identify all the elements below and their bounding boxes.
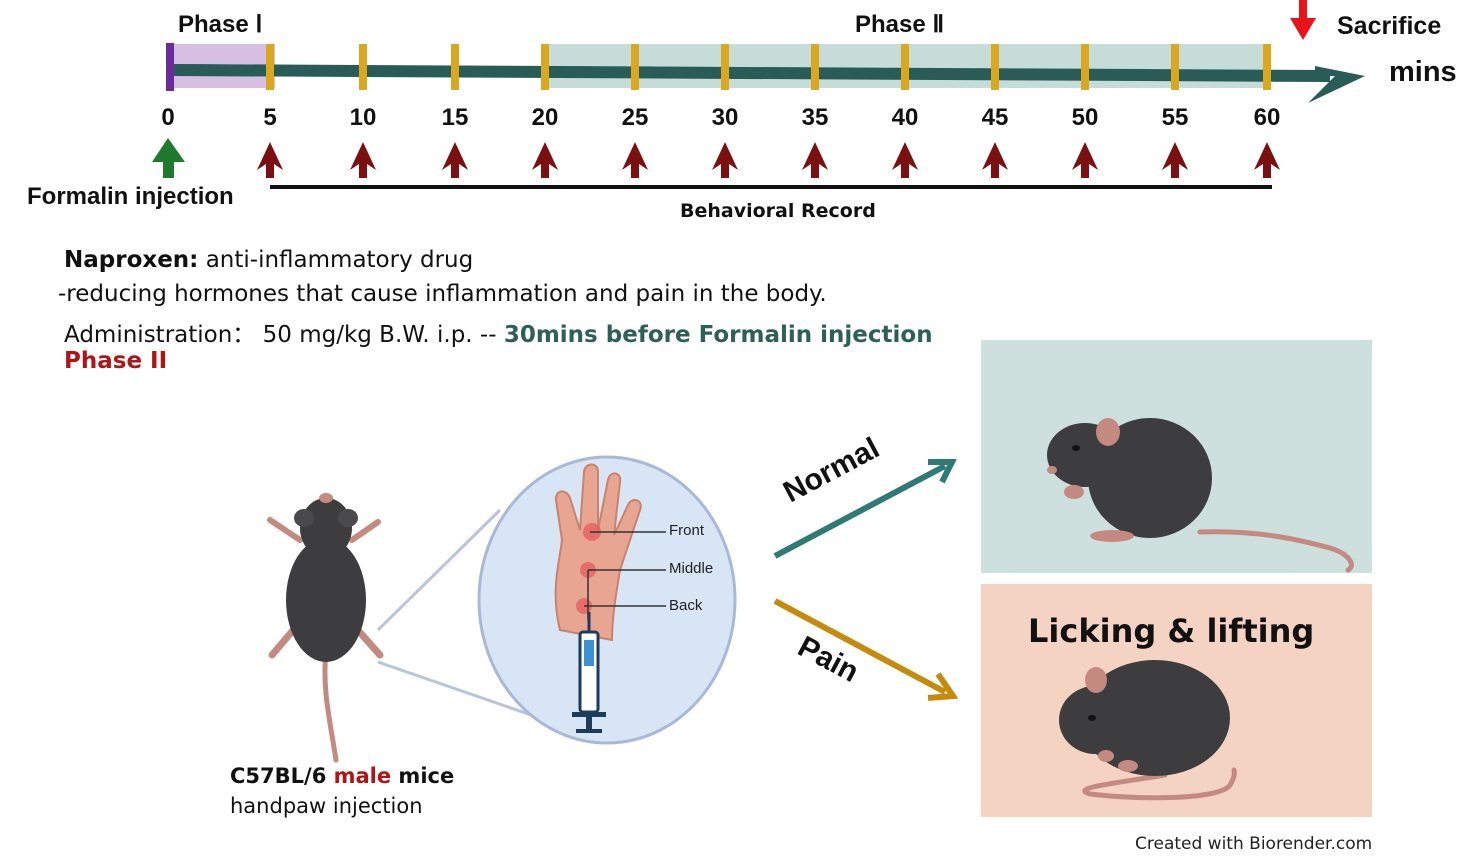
unit-label: mins <box>1389 56 1457 88</box>
tick-label-45: 45 <box>981 104 1009 131</box>
tick-label-25: 25 <box>621 104 649 131</box>
record-arrow-10 <box>350 142 376 178</box>
record-arrow-5 <box>257 142 283 178</box>
record-arrow-15 <box>442 142 468 178</box>
mechanism-line: -reducing hormones that cause inflammati… <box>58 281 827 307</box>
mouse-strain: C57BL/6 <box>230 764 334 788</box>
record-arrow-55 <box>1162 142 1188 178</box>
record-arrow-45 <box>982 142 1008 178</box>
tick-label-35: 35 <box>801 104 829 131</box>
administration-text: Administration： 50 mg/kg B.W. i.p. -- <box>64 322 504 348</box>
start-marker <box>166 43 174 91</box>
behavioral-record-label: Behavioral Record <box>680 200 876 222</box>
record-arrow-35 <box>802 142 828 178</box>
pain-label: Pain <box>792 630 864 689</box>
mouse-top-view-icon <box>267 493 384 763</box>
record-arrow-20 <box>532 142 558 178</box>
tick-marker-55 <box>1171 44 1179 90</box>
tick-label-15: 15 <box>441 104 469 131</box>
mouse-suffix: mice <box>391 764 455 788</box>
mouse-strain-line: C57BL/6 male mice <box>230 764 454 788</box>
tick-marker-15 <box>451 44 459 90</box>
administration-line: Administration： 50 mg/kg B.W. i.p. -- 30… <box>64 315 933 349</box>
drug-name: Naproxen: <box>64 247 199 273</box>
normal-panel <box>981 340 1372 573</box>
pain-behavior-label: Licking & lifting <box>1028 612 1315 650</box>
phase2-label: Phase Ⅱ <box>855 11 945 38</box>
tick-marker-5 <box>266 44 274 90</box>
tick-marker-25 <box>631 44 639 90</box>
tick-marker-20 <box>541 44 549 90</box>
record-arrow-25 <box>622 142 648 178</box>
tick-marker-45 <box>991 44 999 90</box>
tick-label-30: 30 <box>711 104 739 131</box>
administration-timing: 30mins before Formalin injection <box>503 322 933 348</box>
normal-label: Normal <box>778 431 885 510</box>
record-arrow-50 <box>1072 142 1098 178</box>
tick-marker-60 <box>1263 44 1271 90</box>
tick-label-40: 40 <box>891 104 919 131</box>
tick-label-60: 60 <box>1253 104 1281 131</box>
formalin-injection-label: Formalin injection <box>27 183 234 210</box>
tick-label-50: 50 <box>1071 104 1099 131</box>
tick-label-55: 55 <box>1161 104 1189 131</box>
phase1-label: Phase Ⅰ <box>178 11 263 38</box>
tick-marker-40 <box>901 44 909 90</box>
paw-icon <box>554 463 642 642</box>
record-arrow-40 <box>892 142 918 178</box>
tick-marker-10 <box>359 44 367 90</box>
credit-label: Created with Biorender.com <box>1135 834 1373 854</box>
drug-line: Naproxen: anti-inflammatory drug <box>64 247 473 273</box>
sacrifice-label: Sacrifice <box>1337 12 1442 40</box>
tick-marker-50 <box>1081 44 1089 90</box>
formalin-arrow <box>152 138 185 178</box>
tick-label-5: 5 <box>263 104 277 131</box>
pain-mouse-icon <box>1059 660 1237 801</box>
tick-marker-30 <box>721 44 729 90</box>
syringe-icon <box>572 612 606 733</box>
paw-label-middle: Middle <box>669 560 714 577</box>
phase-note: Phase II <box>64 348 168 374</box>
tick-label-20: 20 <box>531 104 559 131</box>
procedure-label: handpaw injection <box>230 794 423 818</box>
mouse-sex: male <box>333 764 392 788</box>
tick-marker-35 <box>811 44 819 90</box>
normal-mouse-icon <box>1047 418 1354 573</box>
paw-label-back: Back <box>669 597 703 614</box>
tick-label-0: 0 <box>161 104 175 131</box>
sacrifice-arrow <box>1290 0 1316 40</box>
record-arrow-30 <box>712 142 738 178</box>
tick-label-10: 10 <box>349 104 377 131</box>
timeline-graphic <box>152 0 1365 189</box>
paw-label-front: Front <box>669 522 705 539</box>
record-arrow-60 <box>1254 142 1280 178</box>
drug-description: anti-inflammatory drug <box>198 247 474 273</box>
